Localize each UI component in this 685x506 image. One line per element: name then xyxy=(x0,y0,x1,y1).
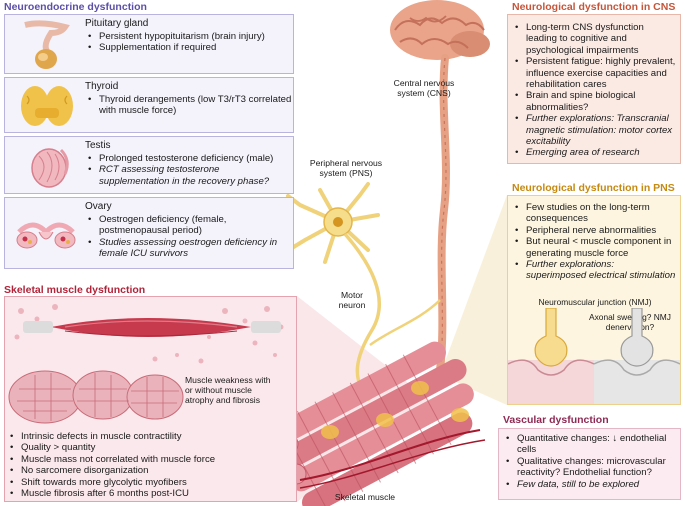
list-item: Quality > quantity xyxy=(9,442,259,454)
list-item: Qualitative changes: microvascular react… xyxy=(505,456,677,479)
pituitary-gland-icon xyxy=(24,20,70,69)
list-item: Thyroid derangements (low T3/rT3 correla… xyxy=(87,94,292,117)
testis-icon xyxy=(31,148,69,188)
motor-neuron-label: Motor neuron xyxy=(338,290,366,310)
testis-bullets: Prolonged testosterone deficiency (male)… xyxy=(87,153,292,187)
neuroendocrine-title: Neuroendocrine dysfunction xyxy=(4,1,147,13)
pns-zoom-connector xyxy=(440,195,507,405)
motor-neuron-icon xyxy=(286,182,441,402)
list-item: Few data, still to be explored xyxy=(505,479,677,491)
list-item: Prolonged testosterone deficiency (male) xyxy=(87,153,292,165)
muscle-fiber-icon xyxy=(23,318,281,337)
vascular-title: Vascular dysfunction xyxy=(503,414,609,426)
list-item: Peripheral nerve abnormalities xyxy=(514,225,676,237)
ovary-name: Ovary xyxy=(85,201,112,212)
list-item: Brain and spine biological abnormalities… xyxy=(514,90,676,113)
pns-title: Neurological dysfunction in PNS xyxy=(512,182,675,194)
list-item: No sarcomere disorganization xyxy=(9,465,259,477)
list-item: RCT assessing testosterone supplementati… xyxy=(87,164,292,187)
cns-bullets: Long-term CNS dysfunction leading to cog… xyxy=(514,22,676,159)
cns-panel: Long-term CNS dysfunction leading to cog… xyxy=(507,14,681,164)
pns-label: Peripheral nervous system (PNS) xyxy=(309,158,383,178)
list-item: Further explorations: superimposed elect… xyxy=(514,259,676,282)
neuromuscular-junction-icon xyxy=(508,308,680,404)
list-item: Long-term CNS dysfunction leading to cog… xyxy=(514,22,676,56)
list-item: Persistent fatigue: highly prevalent, in… xyxy=(514,56,676,90)
skeletal-muscle-label: Skeletal muscle xyxy=(334,492,396,502)
pns-panel: Few studies on the long-term consequence… xyxy=(507,195,681,405)
skeletal-title: Skeletal muscle dysfunction xyxy=(4,284,146,296)
pituitary-name: Pituitary gland xyxy=(85,18,149,29)
list-item: Oestrogen deficiency (female, postmenopa… xyxy=(87,214,292,237)
vascular-panel: Quantitative changes: ↓ endothelial cell… xyxy=(498,428,681,500)
skeletal-bullets: Intrinsic defects in muscle contractilit… xyxy=(9,431,259,500)
thyroid-name: Thyroid xyxy=(85,81,119,92)
list-item: Supplementation if required xyxy=(87,42,292,54)
ovary-icon xyxy=(16,222,76,249)
muscle-cross-section-icon xyxy=(8,370,184,424)
list-item: Intrinsic defects in muscle contractilit… xyxy=(9,431,259,443)
brain-icon xyxy=(390,0,490,60)
thyroid-bullets: Thyroid derangements (low T3/rT3 correla… xyxy=(87,94,292,117)
list-item: But neural < muscle component in generat… xyxy=(514,236,676,259)
muscle-weakness-note: Muscle weakness with or without muscle a… xyxy=(185,375,271,405)
pituitary-bullets: Persistent hypopituitarism (brain injury… xyxy=(87,31,292,54)
list-item: Quantitative changes: ↓ endothelial cell… xyxy=(505,433,677,456)
testis-name: Testis xyxy=(85,140,111,151)
pituitary-panel: Pituitary gland Persistent hypopituitari… xyxy=(4,14,294,74)
list-item: Studies assessing oestrogen deficiency i… xyxy=(87,237,292,260)
vascular-bullets: Quantitative changes: ↓ endothelial cell… xyxy=(505,433,677,490)
skeletal-panel: Muscle weakness with or without muscle a… xyxy=(4,296,297,502)
pns-bullets: Few studies on the long-term consequence… xyxy=(514,202,676,282)
list-item: Persistent hypopituitarism (brain injury… xyxy=(87,31,292,43)
thyroid-panel: Thyroid Thyroid derangements (low T3/rT3… xyxy=(4,77,294,133)
cns-label: Central nervous system (CNS) xyxy=(393,78,455,98)
list-item: Few studies on the long-term consequence… xyxy=(514,202,676,225)
nmj-question: Axonal swelling? NMJ denervation? xyxy=(589,312,671,332)
cns-title: Neurological dysfunction in CNS xyxy=(512,1,676,13)
list-item: Further explorations: Transcranial magne… xyxy=(514,113,676,147)
list-item: Muscle fibrosis after 6 months post-ICU xyxy=(9,488,259,500)
thyroid-icon xyxy=(21,86,73,126)
list-item: Emerging area of research xyxy=(514,147,676,159)
muscle-histology-icon xyxy=(8,304,284,424)
ovary-panel: Ovary Oestrogen deficiency (female, post… xyxy=(4,197,294,269)
list-item: Shift towards more glycolytic myofibers xyxy=(9,477,259,489)
list-item: Muscle mass not correlated with muscle f… xyxy=(9,454,259,466)
ovary-bullets: Oestrogen deficiency (female, postmenopa… xyxy=(87,214,292,260)
nmj-label: Neuromuscular junction (NMJ) xyxy=(538,297,652,307)
testis-panel: Testis Prolonged testosterone deficiency… xyxy=(4,136,294,194)
spinal-cord xyxy=(436,54,450,374)
